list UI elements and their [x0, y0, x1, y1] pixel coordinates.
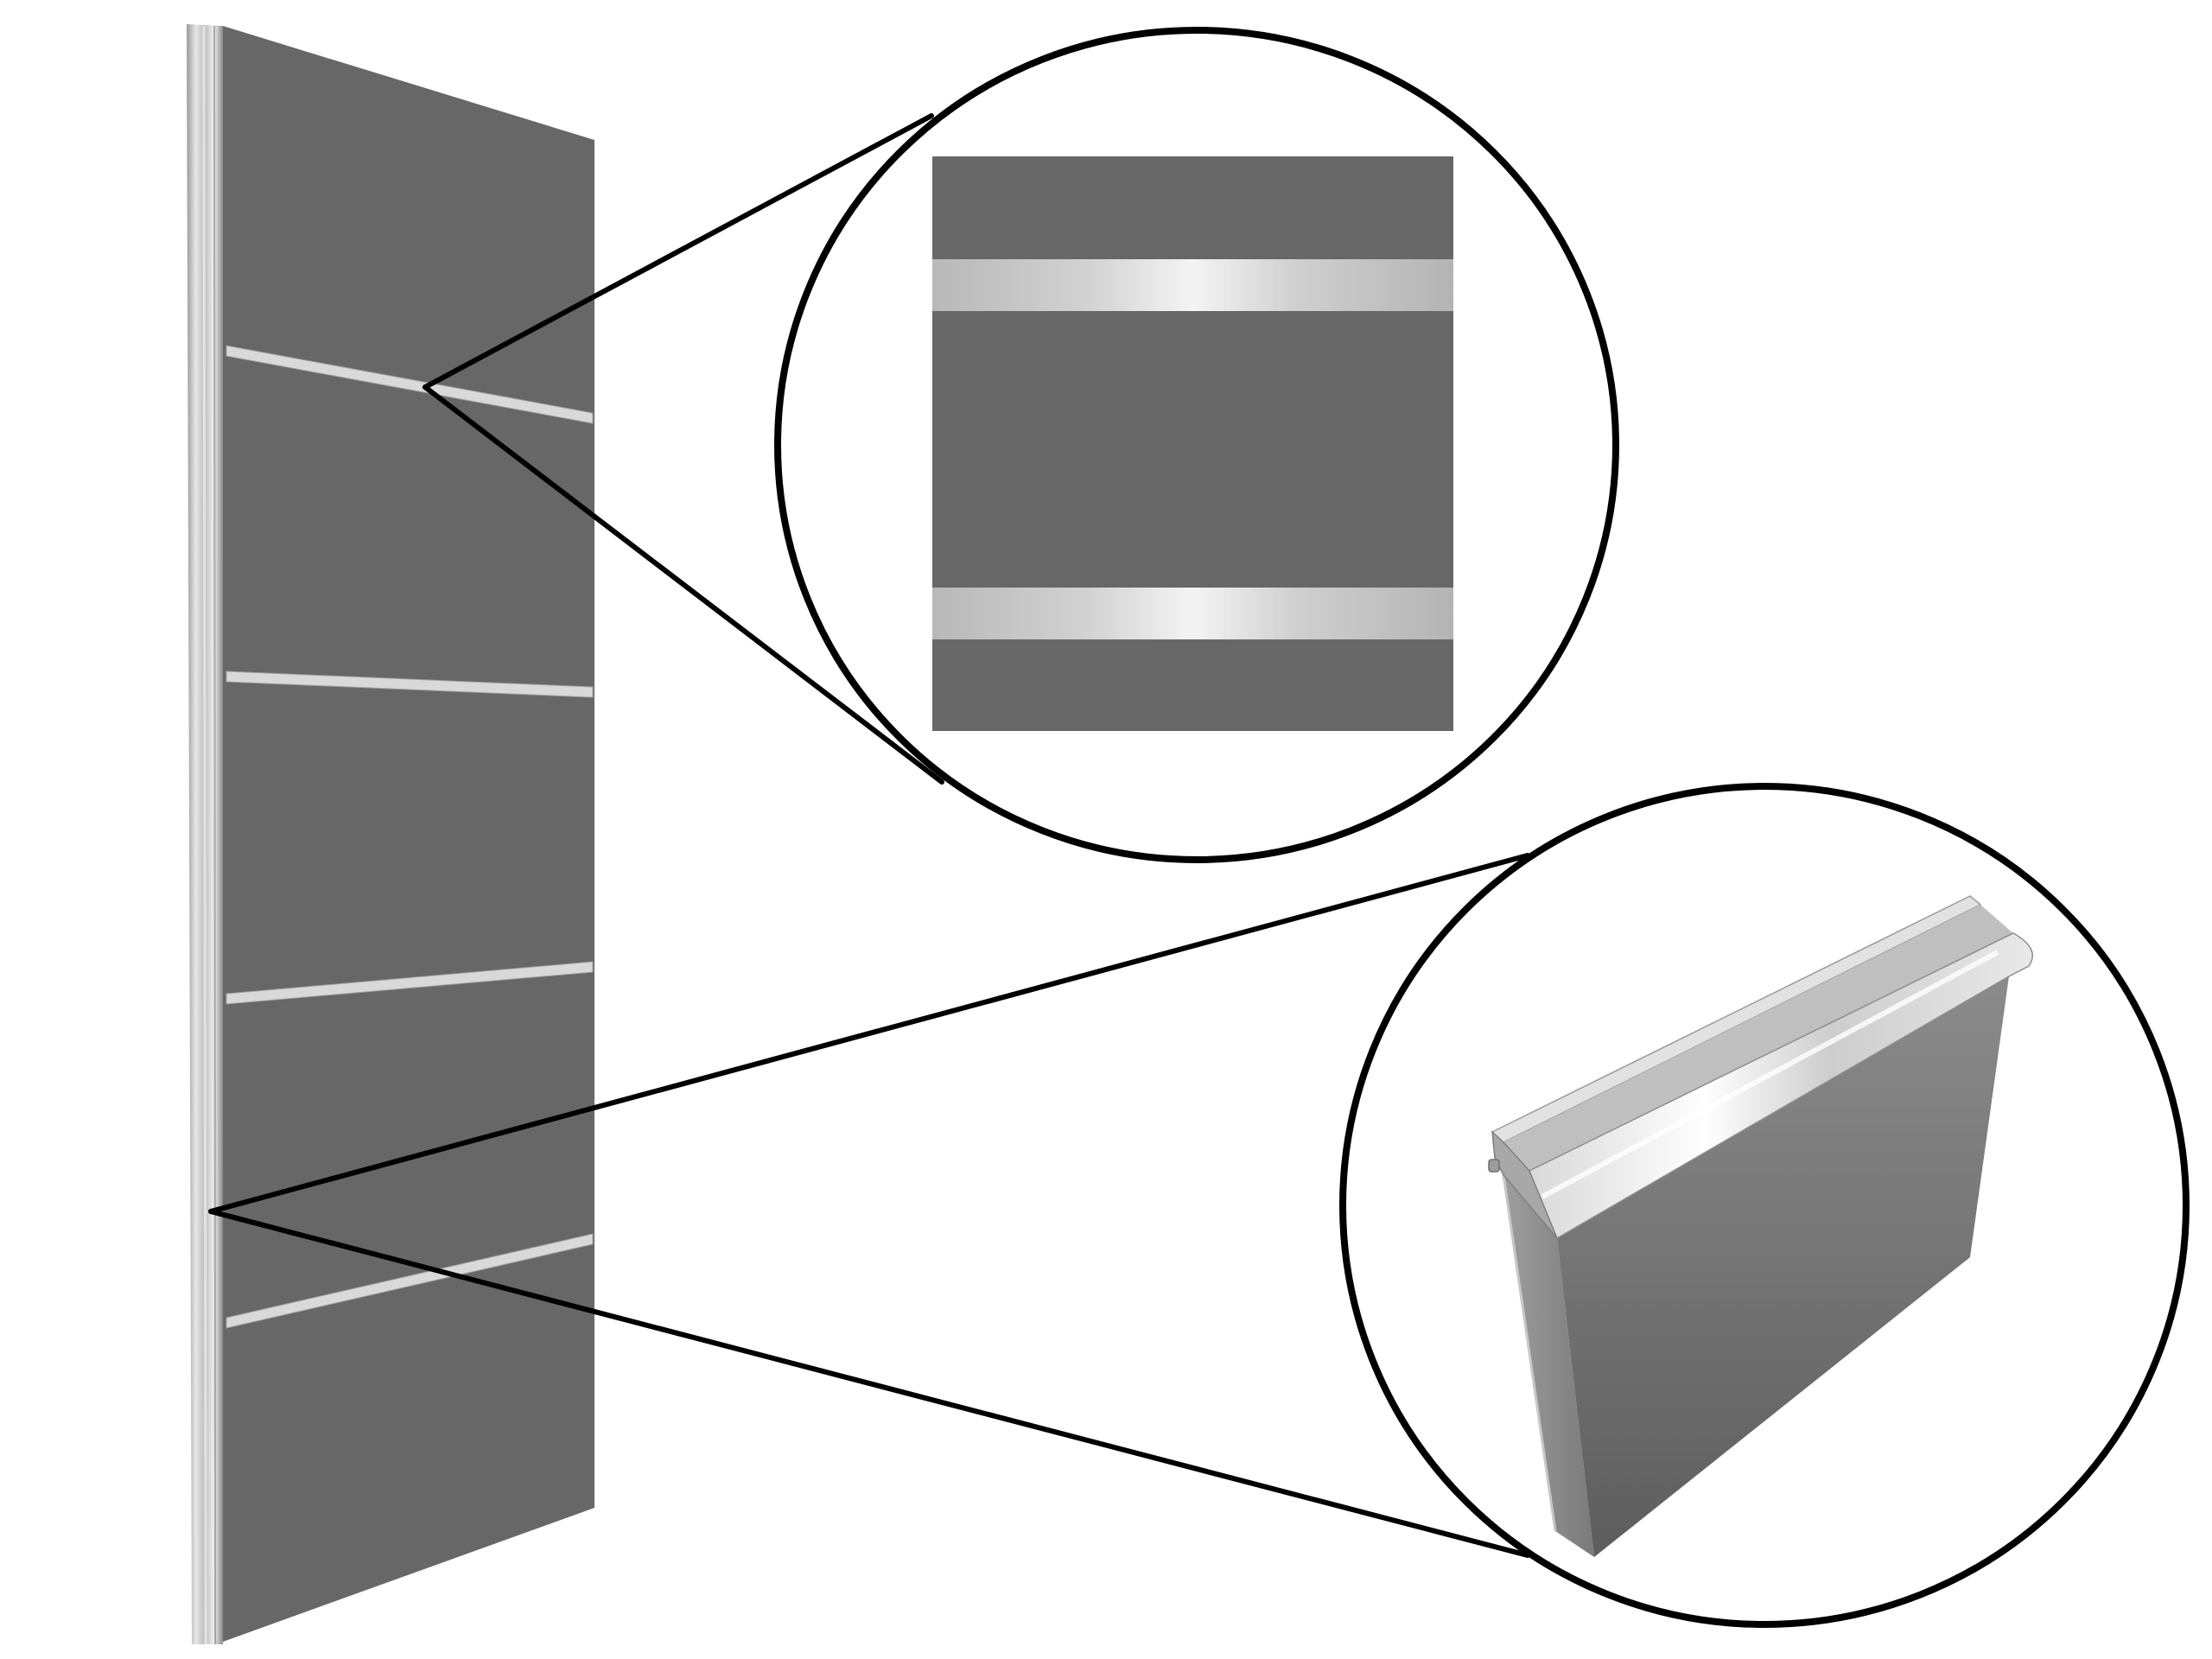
- detail-groove-1: [932, 259, 1453, 311]
- profile-board-face: [1557, 976, 2009, 1557]
- detail-panel-face: [932, 156, 1453, 731]
- profile-board-edge: [1503, 1175, 1594, 1557]
- profile-front-plate: [1491, 1130, 1558, 1239]
- profile-end-notch: [1488, 1159, 1500, 1173]
- extrusion-profile: [1488, 895, 2033, 1557]
- panel-groove-1: [226, 345, 594, 424]
- slatwall-panel: [187, 24, 594, 1645]
- panel-face: [223, 26, 594, 1642]
- panel-groove-4: [226, 1233, 594, 1329]
- callout-1-detail: [774, 27, 1619, 863]
- profile-rail-top-surface: [1503, 905, 2013, 1171]
- callout-1-circle: [774, 27, 1619, 863]
- panel-groove-2: [226, 671, 594, 698]
- detail-groove-2: [932, 588, 1453, 639]
- callout-2-leader-lines: [208, 853, 1530, 1558]
- panel-groove-3: [226, 961, 594, 1005]
- callout-2-circle: [1339, 783, 2190, 1628]
- callout-1-leader-lines: [423, 113, 944, 785]
- callout-2-detail: [1339, 783, 2190, 1628]
